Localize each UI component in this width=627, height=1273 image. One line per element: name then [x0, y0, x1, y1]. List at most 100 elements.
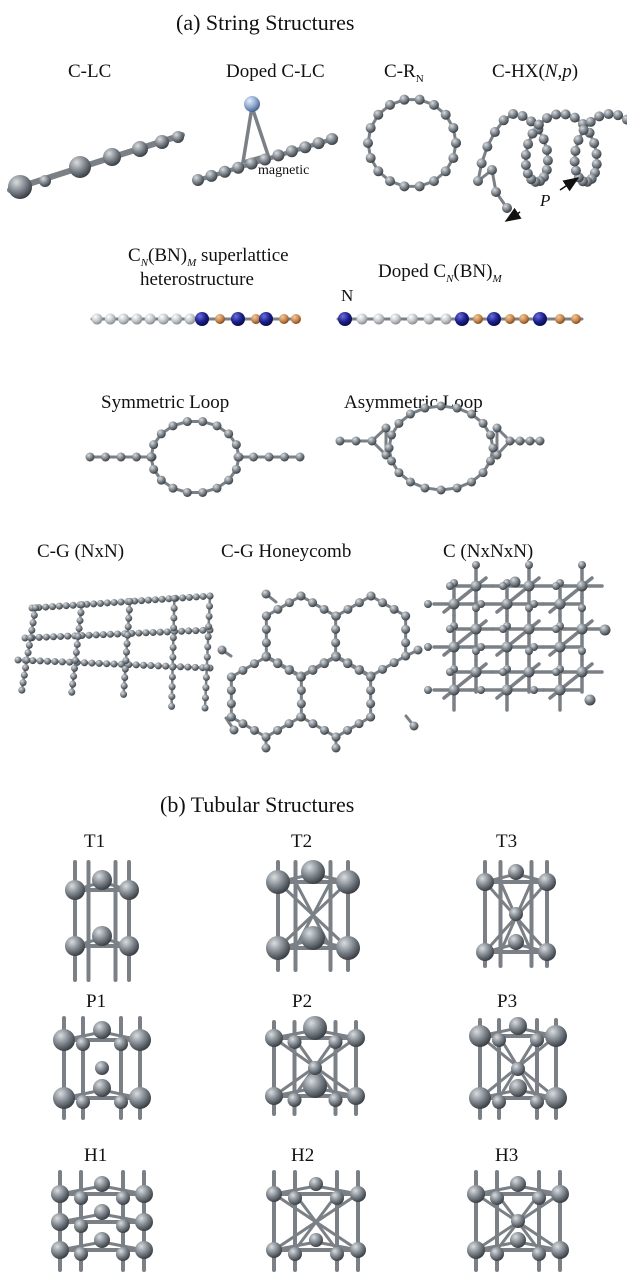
atom [390, 313, 402, 325]
atom [576, 580, 588, 592]
atom [140, 661, 148, 669]
atom [424, 686, 432, 694]
atom [542, 155, 553, 166]
atom [249, 659, 259, 669]
atom [155, 135, 169, 149]
atom [473, 176, 483, 186]
atom [182, 417, 192, 427]
tube-label-h2: H2 [291, 1145, 315, 1166]
atom [381, 450, 391, 460]
section-b-title: (b) Tubular Structures [160, 792, 355, 817]
atom [231, 312, 245, 326]
atom [126, 597, 134, 605]
atom [523, 580, 535, 592]
atom [509, 1079, 527, 1097]
atom [65, 936, 85, 956]
atom [264, 452, 274, 462]
atom [202, 673, 210, 681]
atom [296, 699, 306, 709]
atom [39, 175, 51, 187]
atom [91, 313, 103, 325]
atom [522, 168, 533, 179]
atom [499, 582, 507, 590]
atom [251, 314, 261, 324]
atom [482, 141, 493, 152]
atom [23, 656, 31, 664]
atom [53, 1029, 75, 1051]
atom [366, 712, 376, 722]
atom [505, 314, 515, 324]
atom [365, 122, 376, 133]
atom [42, 603, 50, 611]
atom [206, 592, 214, 600]
atom [51, 1185, 69, 1203]
atom [135, 1213, 153, 1231]
atom [203, 653, 211, 661]
atom [261, 589, 271, 599]
atom [296, 685, 306, 695]
atom [578, 125, 589, 136]
atom [467, 1241, 485, 1259]
atom [533, 312, 547, 326]
atom [331, 652, 341, 662]
annotation-layer [504, 177, 580, 222]
label-cg-honeycomb: C-G Honeycomb [221, 541, 352, 562]
atom [261, 732, 271, 742]
atom [94, 1232, 110, 1248]
atom [77, 609, 85, 617]
atom [27, 634, 35, 642]
atom [519, 314, 529, 324]
atom [192, 627, 200, 635]
super-bn: (BN) [148, 245, 188, 266]
atom [525, 647, 533, 655]
atom [95, 1061, 109, 1075]
atom [319, 725, 329, 735]
atom [62, 602, 70, 610]
atom [501, 641, 513, 653]
doped-sub-n: N [446, 272, 454, 285]
helix-p: p [562, 61, 572, 82]
atom [259, 153, 271, 166]
atom [24, 649, 32, 657]
atom [124, 623, 132, 631]
atom [576, 666, 588, 678]
atom [476, 943, 494, 961]
atom [85, 631, 93, 639]
label-cg-nxn: C-G (NxN) [37, 541, 125, 562]
atom [467, 409, 477, 419]
doped-bn: (BN) [453, 261, 493, 282]
atom [206, 602, 214, 610]
atom [451, 138, 461, 148]
atom [92, 926, 112, 946]
atom [413, 645, 423, 655]
atom [284, 719, 294, 729]
atom [525, 604, 533, 612]
atom [204, 643, 212, 651]
label-c-nxnxn: C (NxNxN) [443, 541, 534, 562]
atom [401, 638, 411, 648]
atom [226, 699, 236, 709]
atom [296, 672, 306, 682]
atom [508, 109, 519, 120]
atom [44, 657, 52, 665]
atom [477, 686, 485, 694]
atom [58, 658, 66, 666]
label-doped-cn-bnm: Doped CN(BN)M [378, 262, 502, 285]
atom [502, 203, 512, 213]
atom [78, 601, 86, 609]
atom [473, 314, 483, 324]
atom [541, 113, 552, 124]
atom [285, 145, 298, 158]
atom [234, 452, 244, 462]
atom [401, 651, 411, 661]
atom [151, 596, 159, 604]
atom [203, 663, 211, 671]
atom [424, 600, 432, 608]
atom [184, 663, 192, 671]
atom [114, 630, 121, 638]
atom [446, 582, 454, 590]
atom [554, 641, 566, 653]
atom [308, 1061, 322, 1075]
atom [331, 624, 341, 634]
atom [119, 880, 139, 900]
